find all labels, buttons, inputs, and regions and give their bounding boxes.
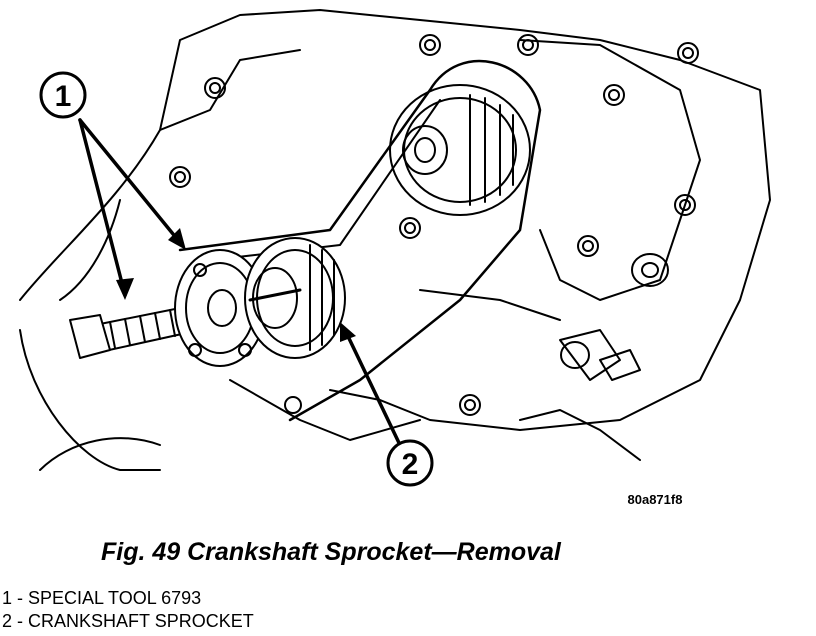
crankshaft-sprocket [244, 237, 346, 359]
bolt-group [169, 34, 699, 416]
figure-caption: Fig. 49 Crankshaft Sprocket—Removal [101, 538, 561, 566]
engine-block-outline [19, 9, 771, 431]
arrowhead [168, 228, 186, 250]
special-tool [69, 249, 266, 367]
callout-1: 1 [39, 71, 87, 119]
camshaft-sprocket [389, 84, 531, 216]
engine-illustration: 1 2 80a871f8 [19, 9, 771, 507]
water-pump-housing [519, 39, 701, 381]
arrowhead [116, 278, 134, 300]
timing-belt [178, 59, 542, 422]
callout-1-number: 1 [55, 80, 72, 113]
callout-arrows [78, 118, 402, 447]
legend-item-1: 1 - SPECIAL TOOL 6793 [2, 588, 202, 608]
image-code: 80a871f8 [628, 492, 683, 507]
tool-bolt-head [69, 314, 111, 359]
callout-2-number: 2 [402, 448, 419, 481]
legend-item-2: 2 - CRANKSHAFT SPROCKET [2, 611, 254, 631]
arrowhead [340, 322, 356, 342]
callout-2: 2 [386, 439, 434, 487]
legend: 1 - SPECIAL TOOL 6793 2 - CRANKSHAFT SPR… [2, 587, 254, 633]
